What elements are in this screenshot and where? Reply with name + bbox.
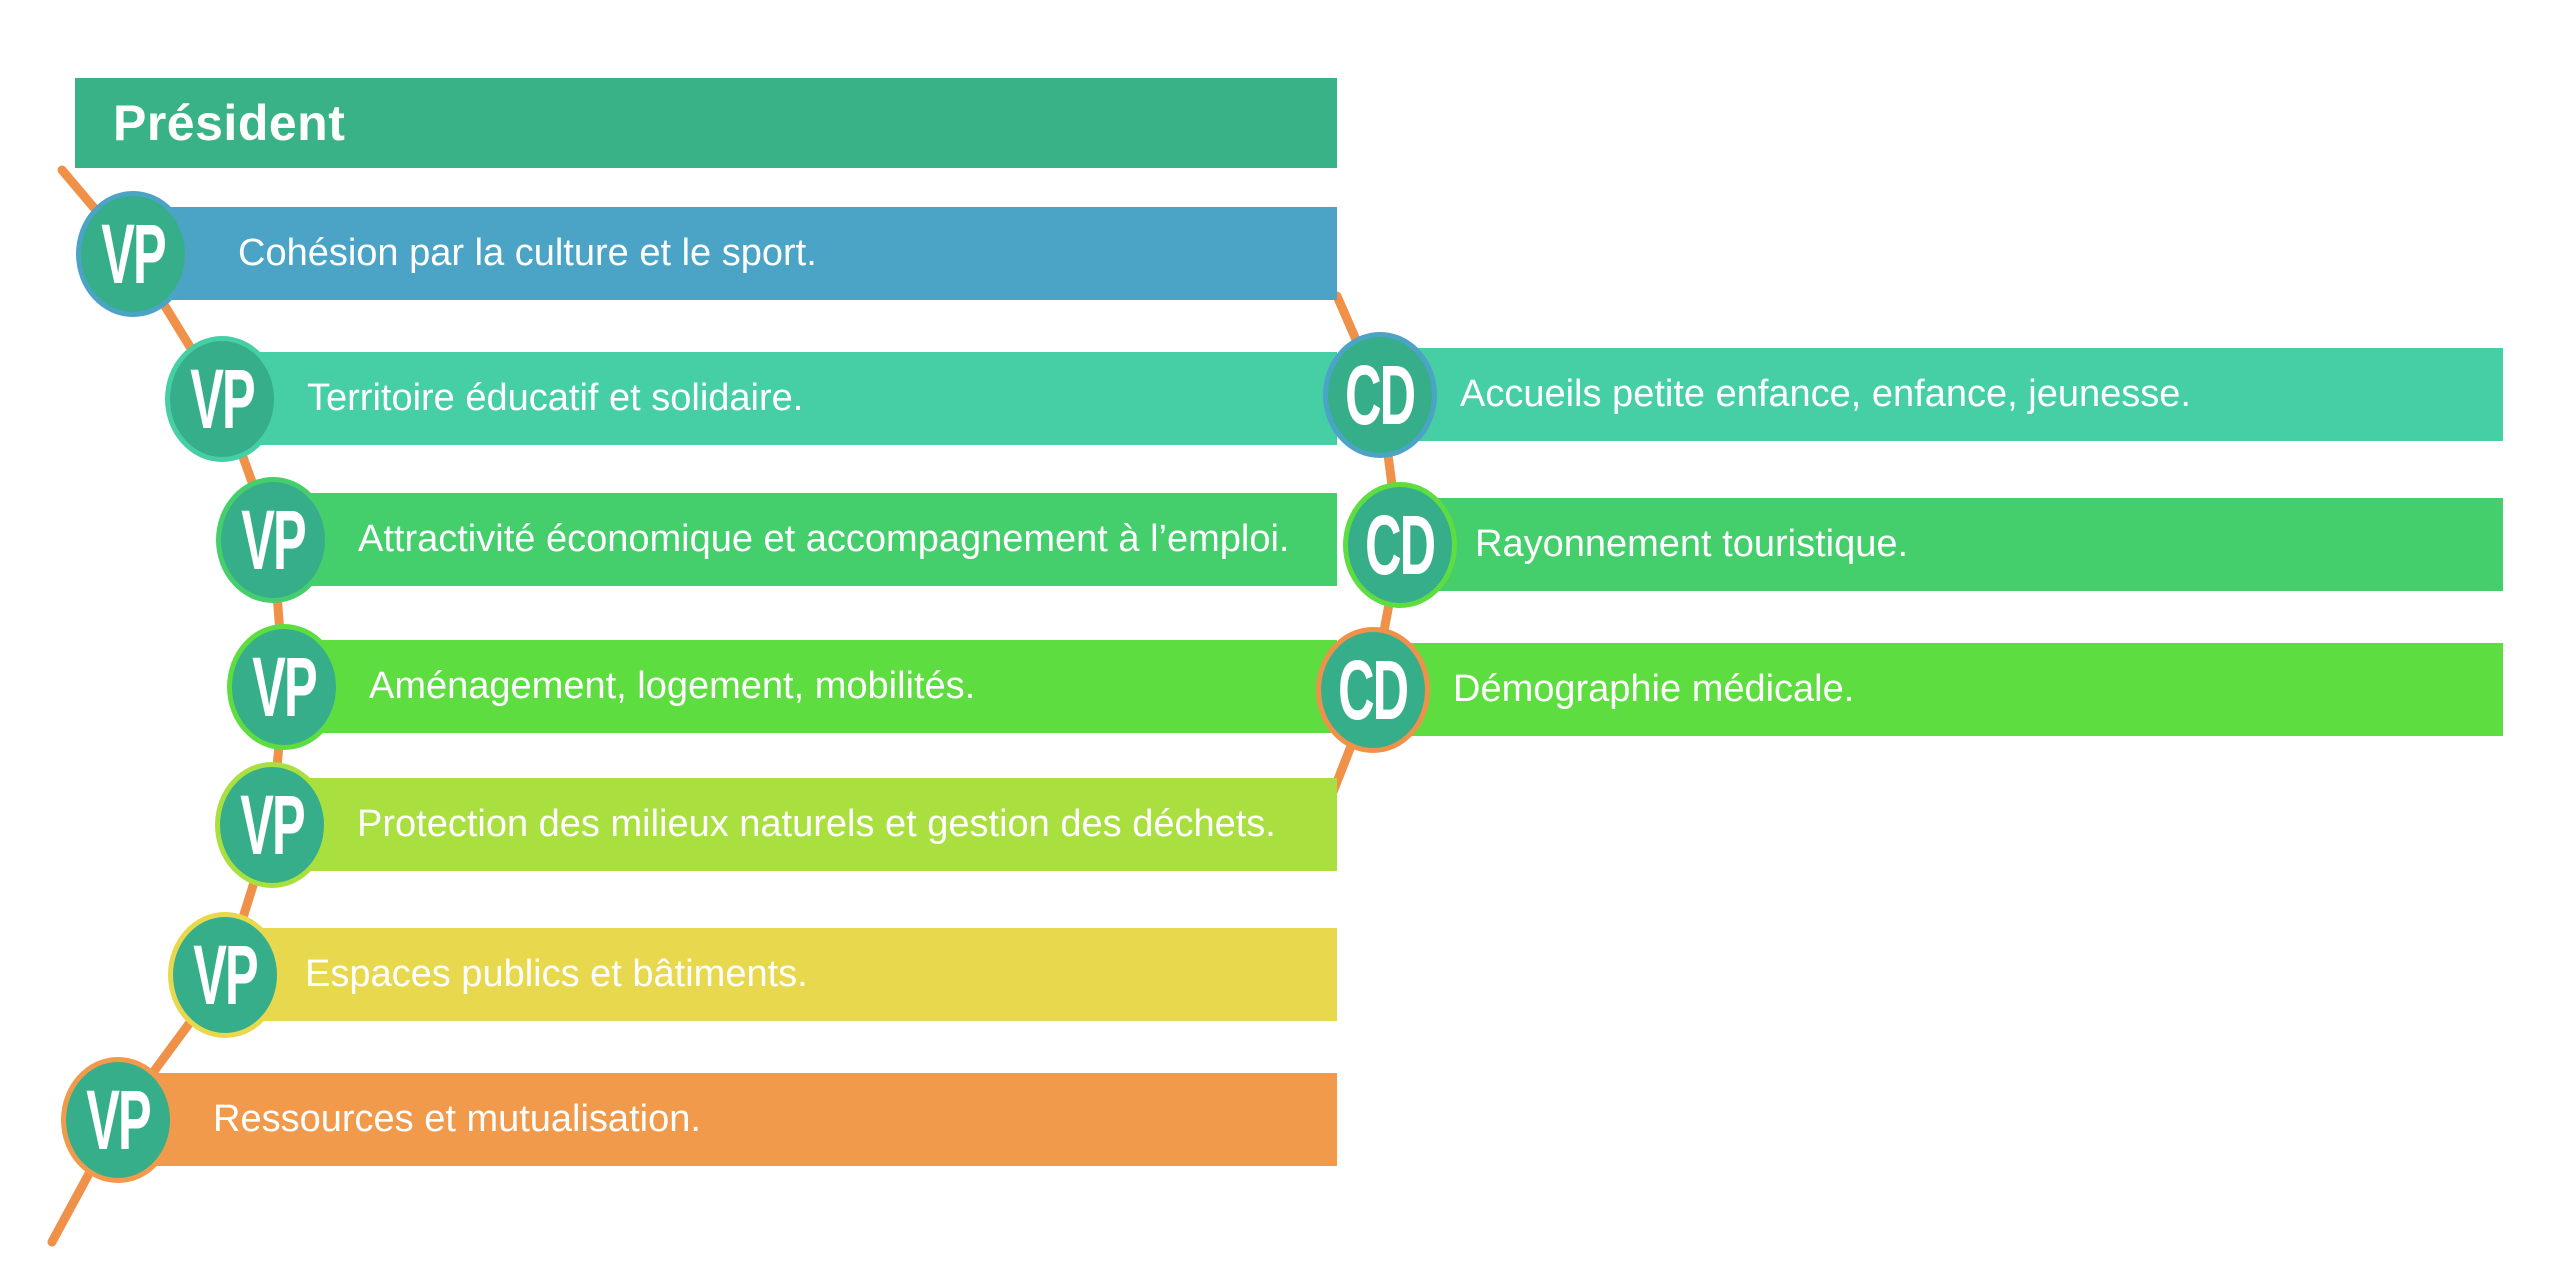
role-bar: Aménagement, logement, mobilités. xyxy=(284,640,1337,733)
role-label: Ressources et mutualisation. xyxy=(213,1098,701,1140)
president-bar: Président xyxy=(75,78,1337,168)
role-label: Accueils petite enfance, enfance, jeunes… xyxy=(1460,373,2191,415)
vp-badge-label: VP xyxy=(241,493,306,587)
role-bar: Attractivité économique et accompagnemen… xyxy=(273,493,1337,586)
cd-badge: CD xyxy=(1343,482,1457,608)
role-bar: Cohésion par la culture et le sport. xyxy=(133,207,1337,300)
role-label: Cohésion par la culture et le sport. xyxy=(238,232,817,274)
role-label: Attractivité économique et accompagnemen… xyxy=(358,518,1290,560)
vp-badge-label: VP xyxy=(193,928,258,1022)
role-bar: Ressources et mutualisation. xyxy=(118,1073,1337,1166)
cd-badge-label: CD xyxy=(1338,643,1409,737)
role-label: Démographie médicale. xyxy=(1453,668,1855,710)
cd-badge-label: CD xyxy=(1345,348,1416,442)
role-label: Protection des milieux naturels et gesti… xyxy=(357,803,1276,845)
role-bar: Espaces publics et bâtiments. xyxy=(225,928,1337,1021)
cd-badge: CD xyxy=(1316,627,1430,753)
role-bar: Démographie médicale. xyxy=(1373,643,2503,736)
vp-badge-label: VP xyxy=(240,778,305,872)
vp-badge: VP xyxy=(165,336,279,462)
role-bar: Territoire éducatif et solidaire. xyxy=(222,352,1337,445)
role-label: Rayonnement touristique. xyxy=(1475,523,1909,565)
role-bar: Protection des milieux naturels et gesti… xyxy=(272,778,1337,871)
vp-badge: VP xyxy=(76,191,190,317)
role-label: Espaces publics et bâtiments. xyxy=(305,953,808,995)
role-label: Aménagement, logement, mobilités. xyxy=(369,665,976,707)
vp-badge: VP xyxy=(215,762,329,888)
role-label: Territoire éducatif et solidaire. xyxy=(307,377,804,419)
vp-badge-label: VP xyxy=(101,207,166,301)
vp-badge-label: VP xyxy=(190,352,255,446)
vp-badge: VP xyxy=(216,477,330,603)
vp-badge-label: VP xyxy=(86,1073,151,1167)
cd-badge-label: CD xyxy=(1365,498,1436,592)
role-bar: Accueils petite enfance, enfance, jeunes… xyxy=(1380,348,2503,441)
cd-badge: CD xyxy=(1323,332,1437,458)
vp-badge: VP xyxy=(227,624,341,750)
vp-badge-label: VP xyxy=(252,640,317,734)
president-label: Président xyxy=(113,95,346,151)
vp-badge: VP xyxy=(168,912,282,1038)
role-bar: Rayonnement touristique. xyxy=(1400,498,2503,591)
vp-badge: VP xyxy=(61,1057,175,1183)
